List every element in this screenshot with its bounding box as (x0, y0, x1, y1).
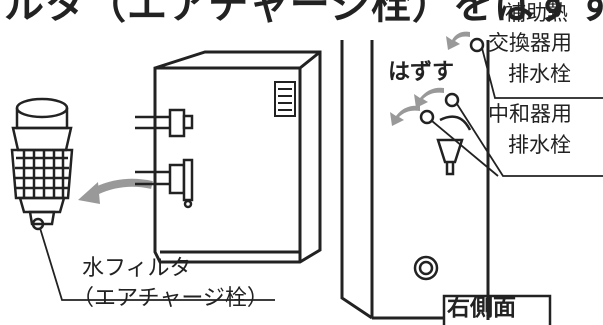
aux-drain-label-line-3: 排水栓 (508, 62, 571, 86)
side-view-label: 右側面 (447, 295, 516, 321)
drain-port (413, 255, 439, 281)
remove-label: はずす (388, 60, 455, 85)
aux-drain-label-line-1: 補助熱 (505, 1, 568, 25)
removal-arrows (390, 31, 470, 126)
callout-leader-lines (431, 47, 603, 177)
unit-vent-grille (274, 81, 296, 117)
water-filter-illustration (10, 97, 74, 231)
neutralizer-drain-label-line-2: 排水栓 (508, 133, 571, 157)
header-text: ルタ（エアチャージ栓）をはずす (4, 0, 603, 28)
side-view-box (442, 294, 552, 325)
aux-drain-label-line-2: 交換器用 (488, 31, 572, 55)
water-filter-label-line-2: （エアチャージ栓） (72, 286, 269, 311)
water-filter-label-line-1: 水フィルタ (82, 256, 192, 281)
heat-unit-illustration (153, 50, 322, 264)
drain-plugs (419, 37, 485, 125)
filter-leader-line (39, 227, 275, 301)
neutralizer-funnel (436, 115, 472, 176)
unit-pipes (135, 108, 194, 209)
right-side-panel (340, 40, 490, 320)
direction-arrowhead (78, 182, 100, 204)
neutralizer-drain-label-line-1: 中和器用 (488, 102, 572, 126)
